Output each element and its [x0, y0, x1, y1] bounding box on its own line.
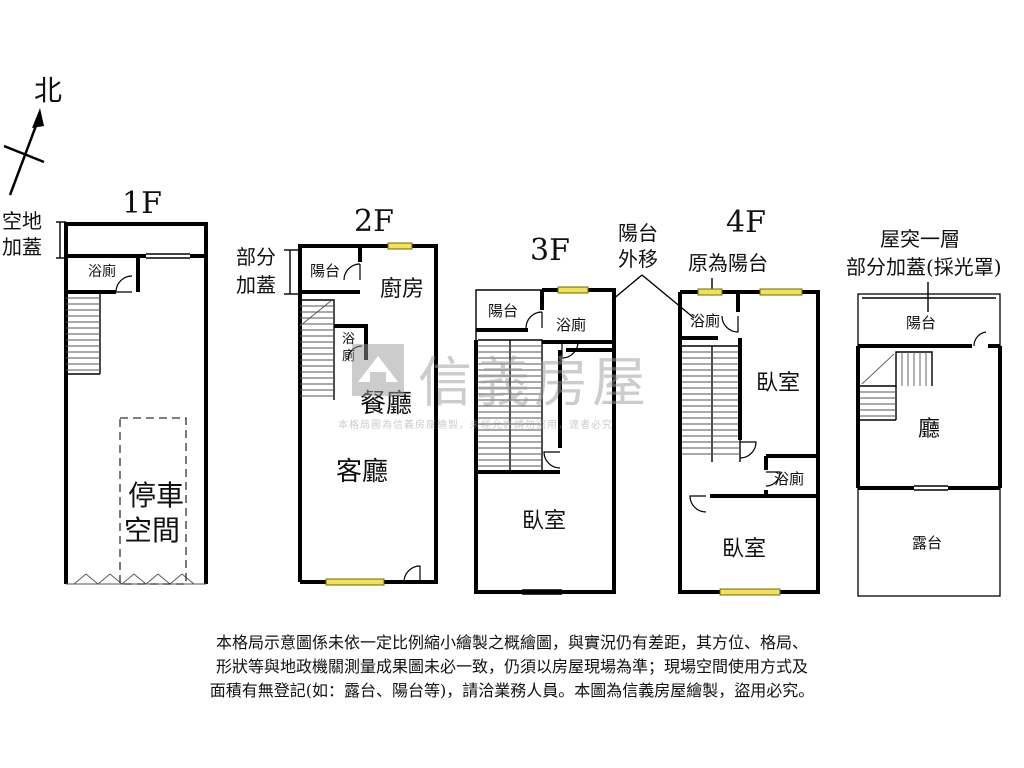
floor-4f-note: 原為陽台	[688, 251, 768, 275]
room-3f-bath: 浴廁	[556, 316, 586, 334]
floor-3f-note-line1: 陽台	[618, 221, 658, 245]
room-2f-kitchen: 廚房	[380, 277, 424, 302]
floor-2f-note-line2: 加蓋	[236, 273, 276, 297]
room-2f-dining: 餐廳	[360, 389, 412, 419]
room-2f-bath-1: 浴	[342, 332, 355, 347]
room-4f-bath-1: 浴廁	[690, 312, 720, 330]
room-4f-bedroom-2: 臥室	[722, 537, 766, 562]
stairs-4f	[682, 345, 741, 462]
disclaimer-line-3: 面積有無登記(如：露台、陽台等)，請洽業務人員。本圖為信義房屋繪製，盜用必究。	[209, 681, 815, 700]
floor-1f-note-line1: 空地	[2, 209, 42, 233]
floor-4f: 4F 原為陽台 浴廁 臥室 浴廁 臥室	[678, 205, 820, 596]
room-4f-bedroom-1: 臥室	[756, 371, 800, 396]
floor-roof: 屋突一層 部分加蓋(採光罩) 陽台 廳 露台	[846, 227, 1002, 597]
room-2f-living: 客廳	[336, 457, 388, 487]
floor-3f-note-line2: 外移	[618, 247, 658, 271]
room-roof-terrace: 露台	[912, 534, 942, 552]
floor-3f-title: 3F	[530, 233, 570, 268]
floor-2f: 2F 部分 加蓋 陽台 廚房 浴 廁 餐廳 客廳	[236, 204, 438, 586]
floor-1f-title: 1F	[122, 186, 162, 221]
room-1f-parking-1: 停車	[128, 479, 184, 512]
disclaimer-line-2: 形狀等與地政機關測量成果圖未必一致，仍須以房屋現場為準；現場空間使用方式及	[215, 657, 808, 676]
floor-1f: 1F 空地 加蓋 浴廁 停車 空間	[2, 186, 208, 585]
room-3f-bedroom: 臥室	[522, 509, 566, 534]
disclaimer-line-1: 本格局示意圖係未依一定比例縮小繪製之概繪圖，與實況仍有差距，其方位、格局、	[215, 633, 808, 652]
room-1f-bath: 浴廁	[88, 263, 116, 280]
compass: 北	[3, 74, 62, 196]
north-label: 北	[34, 74, 62, 107]
floor-2f-note-line1: 部分	[236, 245, 276, 269]
room-roof-balcony: 陽台	[906, 314, 936, 332]
room-2f-balcony: 陽台	[310, 262, 340, 280]
north-arrow-icon	[32, 108, 44, 128]
floor-1f-note-line2: 加蓋	[2, 235, 42, 259]
roof-title-line1: 屋突一層	[880, 227, 960, 251]
room-1f-parking-2: 空間	[124, 514, 180, 547]
room-3f-balcony: 陽台	[488, 302, 518, 320]
floor-3f: 3F 陽台 外移 陽台 浴廁 臥室	[474, 221, 695, 595]
floor-2f-title: 2F	[354, 204, 394, 239]
room-roof-hall: 廳	[918, 417, 940, 442]
floor-4f-title: 4F	[726, 205, 766, 240]
room-2f-bath-2: 廁	[342, 348, 355, 364]
stairs-1f	[66, 292, 101, 375]
stairs-roof	[860, 351, 933, 421]
stairs-2f	[299, 299, 335, 400]
roof-title-line2: 部分加蓋(採光罩)	[846, 255, 1002, 279]
room-4f-bath-2: 浴廁	[774, 470, 804, 488]
stairs-3f	[478, 339, 543, 472]
